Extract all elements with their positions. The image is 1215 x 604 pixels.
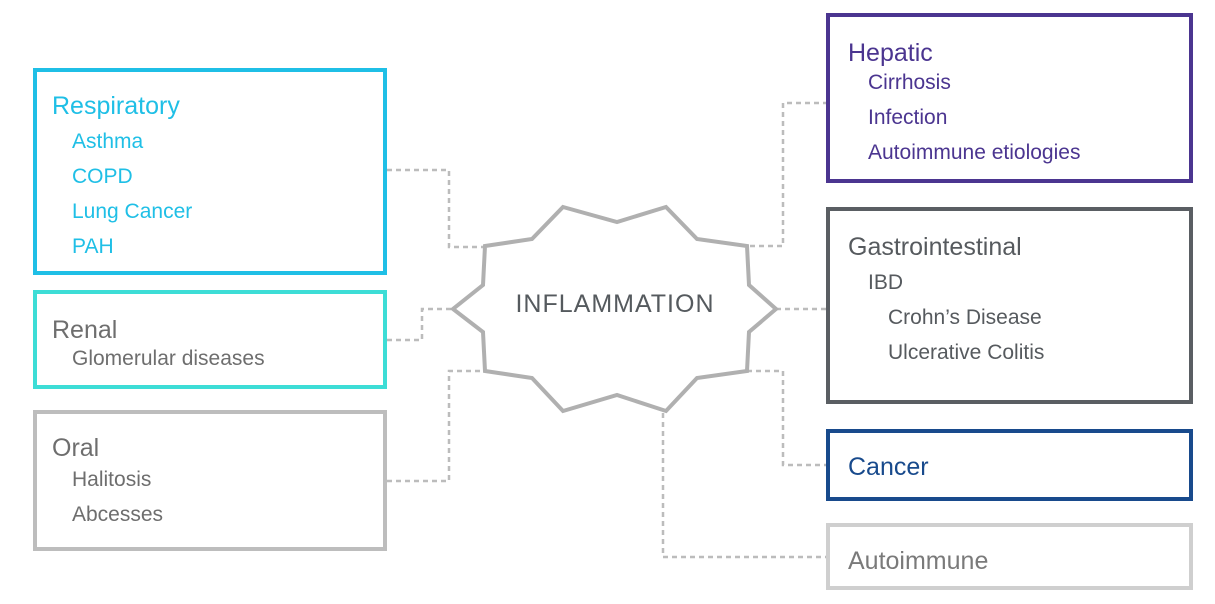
inflammation-label: INFLAMMATION (515, 290, 715, 318)
inflammation-burst-shape (449, 204, 780, 414)
connector-cancer (747, 369, 828, 467)
renal-box: Renal Glomerular diseases (33, 290, 387, 389)
connector-renal (387, 307, 455, 342)
oral-item-abcesses: Abcesses (72, 503, 164, 526)
cancer-title: Cancer (848, 453, 929, 481)
respiratory-item-copd: COPD (72, 165, 133, 188)
respiratory-item-asthma: Asthma (72, 130, 144, 153)
oral-box: Oral Halitosis Abcesses (33, 410, 387, 551)
connector-hepatic (747, 101, 828, 248)
hepatic-title: Hepatic (848, 39, 933, 67)
oral-item-halitosis: Halitosis (72, 468, 152, 491)
autoimmune-title: Autoimmune (848, 547, 989, 575)
connector-respiratory (387, 168, 485, 249)
respiratory-box: Respiratory Asthma COPD Lung Cancer PAH (33, 68, 387, 275)
renal-item-glomerular: Glomerular diseases (72, 347, 265, 370)
hepatic-item-autoimmune-etiologies: Autoimmune etiologies (868, 141, 1081, 164)
cancer-box: Cancer (826, 429, 1193, 501)
gastrointestinal-title: Gastrointestinal (848, 233, 1022, 261)
connector-oral (387, 369, 485, 483)
renal-title: Renal (52, 316, 118, 344)
connector-autoimmune (661, 413, 828, 559)
hepatic-item-infection: Infection (868, 106, 948, 129)
hepatic-box: Hepatic Cirrhosis Infection Autoimmune e… (826, 13, 1193, 183)
gastrointestinal-item-ibd: IBD (868, 271, 904, 294)
hepatic-item-cirrhosis: Cirrhosis (868, 71, 951, 94)
respiratory-item-pah: PAH (72, 235, 114, 258)
gastrointestinal-item-ulcerative-colitis: Ulcerative Colitis (888, 341, 1045, 364)
respiratory-item-lung-cancer: Lung Cancer (72, 200, 193, 223)
autoimmune-box: Autoimmune (826, 523, 1193, 590)
respiratory-title: Respiratory (52, 92, 180, 120)
gastrointestinal-box: Gastrointestinal IBD Crohn’s Disease Ulc… (826, 207, 1193, 404)
oral-title: Oral (52, 434, 100, 462)
gastrointestinal-item-crohns: Crohn’s Disease (888, 306, 1042, 329)
